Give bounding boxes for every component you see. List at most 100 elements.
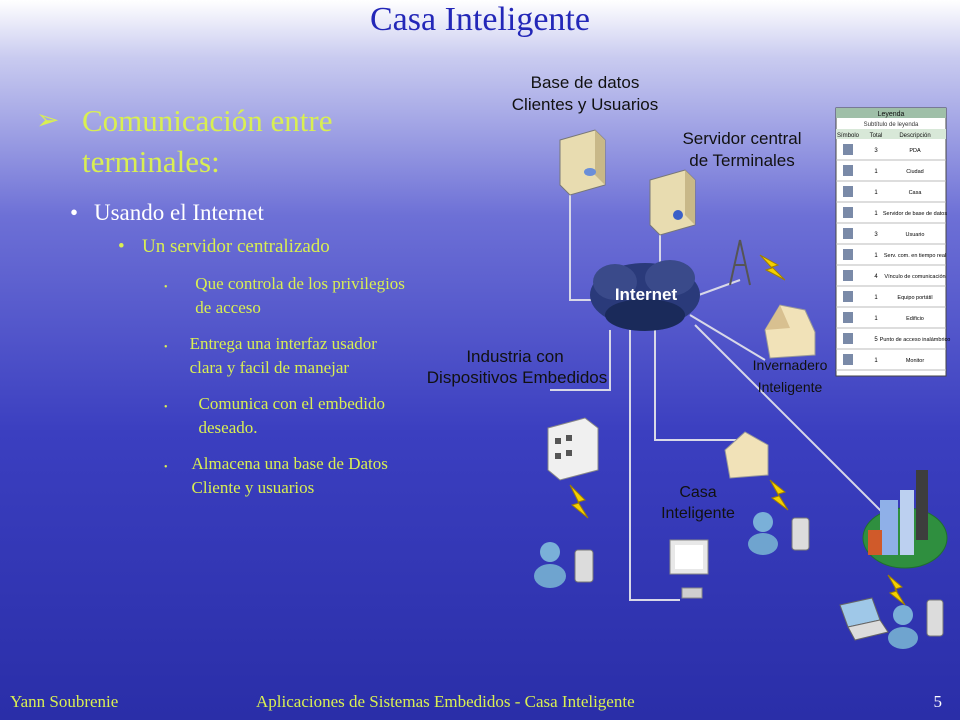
legend-description: Equipo portátil (897, 295, 932, 301)
bullet-level2: • Usando el Internet (70, 198, 446, 228)
bullet-level4-text: Almacena una base de Datos Cliente y usu… (191, 454, 388, 497)
dot-bullet-icon: • (164, 282, 168, 293)
server-label-line2: de Terminales (689, 151, 795, 170)
legend-symbol-icon (843, 144, 853, 155)
bullet-level2-text: Usando el Internet (94, 200, 264, 225)
footer-author: Yann Soubrenie (10, 692, 119, 711)
legend-total: 3 (874, 232, 878, 238)
legend-row: 3 Usuario (836, 228, 946, 245)
bullet-level4-text: Entrega una interfaz usador clara y faci… (189, 334, 377, 377)
house-label-line2: Inteligente (661, 505, 735, 522)
legend-total: 1 (874, 358, 878, 364)
legend-header-symbol: Símbolo (837, 133, 860, 139)
bullet-level3-text: Un servidor centralizado (142, 236, 330, 257)
dot-bullet-icon: • (164, 342, 168, 353)
legend-description: Servidor de base de datos (883, 211, 947, 217)
internet-label: Internet (615, 285, 678, 304)
bullet-level4-item: • Comunica con el embedido deseado. (164, 392, 414, 440)
database-label-line1: Base de datos (531, 73, 640, 92)
house-label-line1: Casa (679, 484, 716, 501)
legend-table: Leyenda Subtítulo de leyenda Símbolo Tot… (835, 107, 951, 377)
page-number: 5 (933, 692, 943, 711)
legend-symbol-icon (843, 249, 853, 260)
bullet-level4-item: • Almacena una base de Datos Cliente y u… (164, 452, 414, 500)
legend-row: 1 Ciudad (836, 165, 946, 182)
dot-bullet-icon: • (70, 200, 79, 225)
legend-header-description: Descripción (899, 133, 930, 139)
network-diagram: Base de datos Clientes y Usuarios Servid… (427, 73, 951, 649)
bullet-level4-text: Comunica con el embedido deseado. (198, 394, 385, 437)
legend-total: 3 (874, 148, 878, 154)
lightning-icon (769, 479, 789, 511)
wireless-tower-icon (729, 239, 751, 286)
legend-total: 1 (874, 190, 878, 196)
legend-symbol-icon (843, 312, 853, 323)
legend-symbol-icon (843, 354, 853, 365)
bullet-level1-text: Comunicación entre terminales: (81, 103, 333, 179)
legend-description: Punto de acceso inalámbrico (880, 337, 951, 343)
legend-row: 4 Vínculo de comunicación (836, 270, 946, 287)
bullet-level1: ➢ Comunicación entre terminales: (36, 100, 446, 182)
legend-title: Leyenda (878, 111, 905, 118)
dot-bullet-icon: • (118, 236, 125, 257)
legend-description: Casa (909, 190, 923, 196)
legend-total: 1 (874, 169, 878, 175)
legend-row: 3 PDA (836, 144, 946, 161)
bullet-level4-item: • Entrega una interfaz usador clara y fa… (164, 332, 414, 380)
legend-total: 4 (874, 274, 878, 280)
pda-icon (926, 599, 944, 637)
central-server-icon (649, 169, 696, 236)
greenhouse-label-line1: Invernadero (753, 357, 828, 373)
legend-row: 1 Casa (836, 186, 946, 203)
slide-title: Casa Inteligente (370, 1, 590, 38)
legend-description: PDA (909, 148, 921, 154)
pda-icon (574, 549, 594, 583)
legend-total: 1 (874, 316, 878, 322)
lightning-icon (569, 484, 589, 519)
internet-cloud-icon: Internet (590, 260, 700, 331)
legend-total: 5 (874, 337, 878, 343)
user-icon (534, 542, 566, 588)
database-label-line2: Clientes y Usuarios (512, 95, 658, 114)
legend-symbol-icon (843, 165, 853, 176)
legend-symbol-icon (843, 186, 853, 197)
city-icon (862, 470, 948, 569)
footer-course: Aplicaciones de Sistemas Embedidos - Cas… (256, 692, 635, 711)
legend-symbol-icon (843, 291, 853, 302)
legend-subtitle: Subtítulo de leyenda (864, 122, 919, 128)
legend-symbol-icon (843, 207, 853, 218)
legend-symbol-icon (843, 270, 853, 281)
lightning-icon (887, 574, 906, 606)
industry-label-line1: Industria con (466, 347, 563, 366)
bullet-level4-item: • Que controla de los privilegios de acc… (164, 272, 414, 320)
legend-description: Serv. com. en tiempo real (884, 253, 946, 259)
legend-description: Ciudad (906, 169, 923, 175)
pda-icon (791, 517, 810, 551)
lightning-icon (759, 254, 786, 281)
legend-symbol-icon (843, 228, 853, 239)
legend-total: 1 (874, 295, 878, 301)
user-icon (748, 512, 778, 555)
legend-description: Monitor (906, 358, 925, 364)
dot-bullet-icon: • (164, 462, 168, 473)
greenhouse-house-icon (764, 304, 816, 359)
legend-description: Usuario (906, 232, 925, 238)
legend-row: 1 Serv. com. en tiempo real (836, 249, 946, 266)
legend-header-total: Total (870, 133, 883, 139)
legend-total: 1 (874, 253, 878, 259)
legend-row: 1 Monitor (836, 354, 946, 371)
greenhouse-label-line2: Inteligente (758, 379, 823, 395)
bullet-level3: • Un servidor centralizado (118, 234, 446, 260)
laptop-icon (839, 597, 889, 641)
industry-building-icon (547, 417, 599, 481)
legend-description: Vínculo de comunicación (884, 274, 945, 280)
bullet-list: ➢ Comunicación entre terminales: • Usand… (36, 100, 446, 500)
smart-house-icon (724, 431, 769, 479)
bullet-level4-text: Que controla de los privilegios de acces… (195, 274, 405, 317)
legend-row: 1 Equipo portátil (836, 291, 946, 308)
legend-symbol-icon (843, 333, 853, 344)
